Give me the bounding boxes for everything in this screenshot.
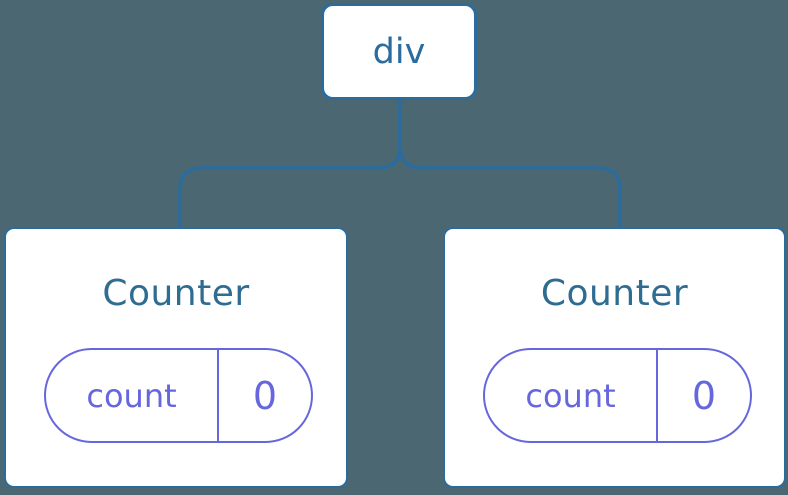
state-value: 0 xyxy=(252,373,278,418)
state-value: 0 xyxy=(691,373,717,418)
state-pill: count 0 xyxy=(483,348,752,443)
root-node: div xyxy=(321,3,477,100)
counter-component-node-right: Counter count 0 xyxy=(443,227,786,488)
connector-right-branch xyxy=(398,98,622,228)
state-pill: count 0 xyxy=(44,348,313,443)
state-key-label: count xyxy=(46,350,219,441)
root-node-label: div xyxy=(372,31,426,72)
state-key-label: count xyxy=(485,350,658,441)
connector-left-branch xyxy=(178,98,402,228)
component-title: Counter xyxy=(540,273,689,314)
component-title: Counter xyxy=(102,273,250,314)
counter-component-node-left: Counter count 0 xyxy=(4,227,348,488)
